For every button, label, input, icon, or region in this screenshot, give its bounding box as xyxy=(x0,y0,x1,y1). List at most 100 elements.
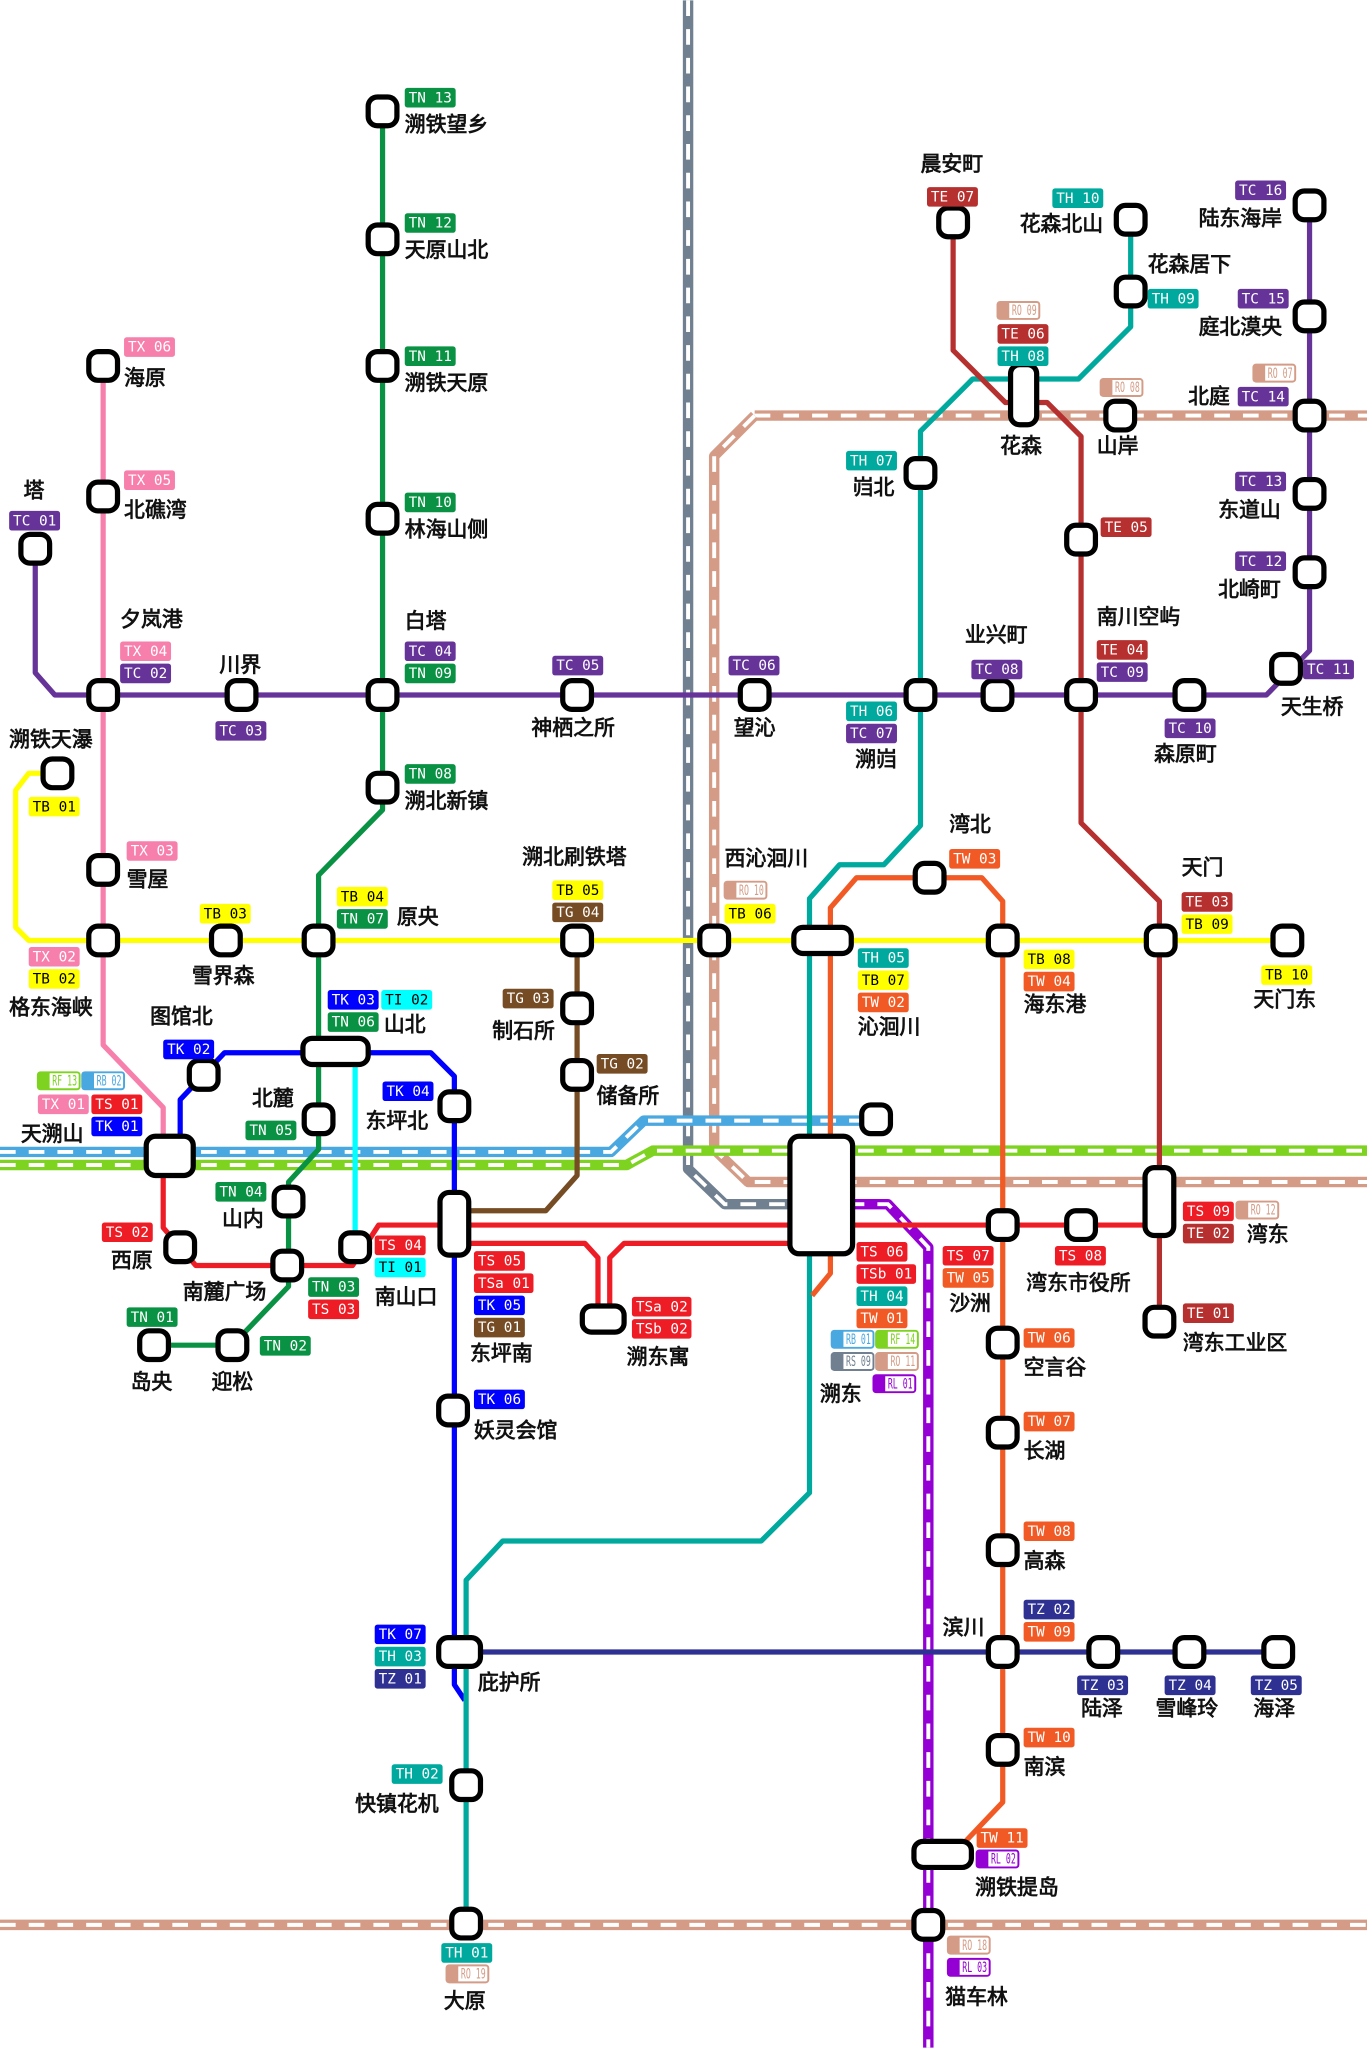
station-marker[interactable] xyxy=(985,1208,1020,1243)
station-marker[interactable] xyxy=(903,456,938,490)
station-marker[interactable] xyxy=(300,1035,371,1068)
station-marker[interactable] xyxy=(365,222,400,257)
station-marker[interactable] xyxy=(787,1133,856,1257)
station-marker[interactable] xyxy=(365,501,400,536)
station[interactable]: TC 01塔 xyxy=(9,478,61,566)
station-marker[interactable] xyxy=(1064,678,1099,712)
station-marker[interactable] xyxy=(86,678,121,712)
station-marker[interactable] xyxy=(1142,1165,1177,1239)
station-marker[interactable] xyxy=(215,1328,250,1363)
station-marker[interactable] xyxy=(911,1907,946,1942)
station-marker[interactable] xyxy=(1269,651,1304,686)
station-marker[interactable] xyxy=(271,1184,306,1219)
station-marker[interactable] xyxy=(1143,923,1178,958)
station-marker[interactable] xyxy=(1172,678,1207,712)
station-marker[interactable] xyxy=(985,1325,1020,1360)
station-marker[interactable] xyxy=(365,678,400,712)
station-marker[interactable] xyxy=(436,1635,484,1669)
station-marker[interactable] xyxy=(903,678,938,712)
station-marker[interactable] xyxy=(449,1906,484,1941)
station-marker[interactable] xyxy=(936,205,971,240)
station-marker[interactable] xyxy=(1292,188,1327,223)
station-marker[interactable] xyxy=(86,923,121,958)
station-marker[interactable] xyxy=(1142,1304,1177,1339)
station-marker[interactable] xyxy=(1292,398,1327,433)
station-marker[interactable] xyxy=(985,1635,1020,1669)
station-unnamed[interactable] xyxy=(859,1102,894,1137)
station-marker[interactable] xyxy=(437,1089,472,1124)
station-marker[interactable] xyxy=(86,479,121,514)
station-marker[interactable] xyxy=(18,531,53,566)
station-marker[interactable] xyxy=(143,1133,196,1179)
station-marker[interactable] xyxy=(1292,555,1327,590)
station-marker[interactable] xyxy=(697,923,732,958)
station-marker[interactable] xyxy=(859,1102,894,1137)
station-marker[interactable] xyxy=(1172,1635,1207,1669)
station-marker[interactable] xyxy=(1103,398,1138,433)
station-marker[interactable] xyxy=(560,1057,595,1092)
station-marker[interactable] xyxy=(437,1189,472,1258)
station-marker[interactable] xyxy=(1113,274,1148,309)
station-marker[interactable] xyxy=(86,348,121,383)
station-marker[interactable] xyxy=(980,678,1015,712)
station-marker[interactable] xyxy=(911,1838,975,1871)
station-marker[interactable] xyxy=(1292,476,1327,511)
station-marker[interactable] xyxy=(1292,299,1327,334)
station-marker[interactable] xyxy=(1113,202,1148,237)
station-marker[interactable] xyxy=(1270,923,1305,958)
station-marker[interactable] xyxy=(86,852,121,887)
station-marker[interactable] xyxy=(579,1303,627,1335)
station-marker[interactable] xyxy=(365,770,400,805)
station-marker[interactable] xyxy=(560,923,595,958)
